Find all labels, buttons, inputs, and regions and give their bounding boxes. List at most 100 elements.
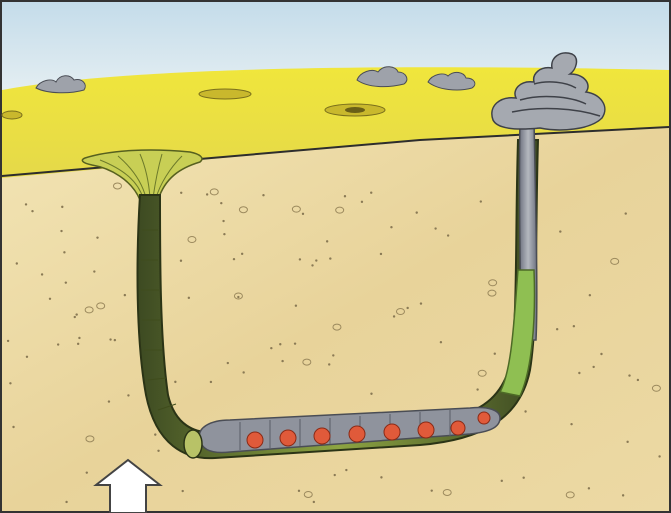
speckle [440,341,442,343]
speckle [380,253,382,255]
speckle [622,494,624,496]
speckle [65,501,67,503]
speckle [299,258,301,260]
speckle [114,339,116,341]
speckle [592,366,594,368]
speckle [626,441,628,443]
speckle [637,379,639,381]
speckle [480,200,482,202]
speckle [237,296,239,298]
speckle [329,257,331,259]
speckle [434,227,436,229]
speckle [78,337,80,339]
speckle [222,220,224,222]
speckle [313,501,315,503]
speckle [393,315,395,317]
speckle [57,343,59,345]
speckle [16,262,18,264]
speckle [262,194,264,196]
speckle [157,450,159,452]
speckle [223,233,225,235]
speckle [522,477,524,479]
speckle [556,328,558,330]
speckle [241,253,243,255]
speckle [154,433,156,435]
speckle [476,388,478,390]
speckle [61,206,63,208]
speckle [41,273,43,275]
speckle [25,203,27,205]
speckle [628,374,630,376]
speckle [206,193,208,195]
speckle [12,426,14,428]
speckle [270,347,272,349]
speckle [31,210,33,212]
speckle [302,213,304,215]
speckle [600,353,602,355]
speckle [406,307,408,309]
speckle [431,489,433,491]
speckle [96,236,98,238]
speckle [9,382,11,384]
speckle [315,259,317,261]
speckle [524,410,526,412]
speckle [180,260,182,262]
speckle [370,192,372,194]
speckle [420,302,422,304]
speckle [658,455,660,457]
speckle [7,340,9,342]
speckle [220,202,222,204]
speckle [295,305,297,307]
speckle [345,469,347,471]
speckle [26,356,28,358]
speckle [447,234,449,236]
speckle [210,381,212,383]
speckle [75,313,77,315]
speckle [334,474,336,476]
speckle [63,251,65,253]
speckle [180,192,182,194]
speckle [127,394,129,396]
speckle [281,360,283,362]
speckle [311,264,313,266]
speckle [77,343,79,345]
speckle [370,393,372,395]
speckle [589,294,591,296]
speckle [182,490,184,492]
speckle [86,471,88,473]
speckle [60,230,62,232]
speckle [49,298,51,300]
speckle [242,371,244,373]
speckle [188,297,190,299]
burrow-end [184,430,202,458]
speckle [361,201,363,203]
speckle [124,294,126,296]
speckle [559,230,561,232]
speckle [344,195,346,197]
speckle [570,423,572,425]
speckle [380,476,382,478]
speckle [625,212,627,214]
underground-sediment [2,128,669,511]
speckle [174,381,176,383]
speckle [93,270,95,272]
speckle [279,343,281,345]
speckle [109,338,111,340]
speckle [588,487,590,489]
speckle [108,400,110,402]
speckle [328,363,330,365]
speckle [390,226,392,228]
speckle [74,316,76,318]
speckle [326,240,328,242]
speckle [298,490,300,492]
speckle [501,480,503,482]
speckle [573,325,575,327]
speckle [494,353,496,355]
speckle [227,362,229,364]
speckle [416,211,418,213]
speckle [332,354,334,356]
speckle [294,342,296,344]
speckle [578,372,580,374]
